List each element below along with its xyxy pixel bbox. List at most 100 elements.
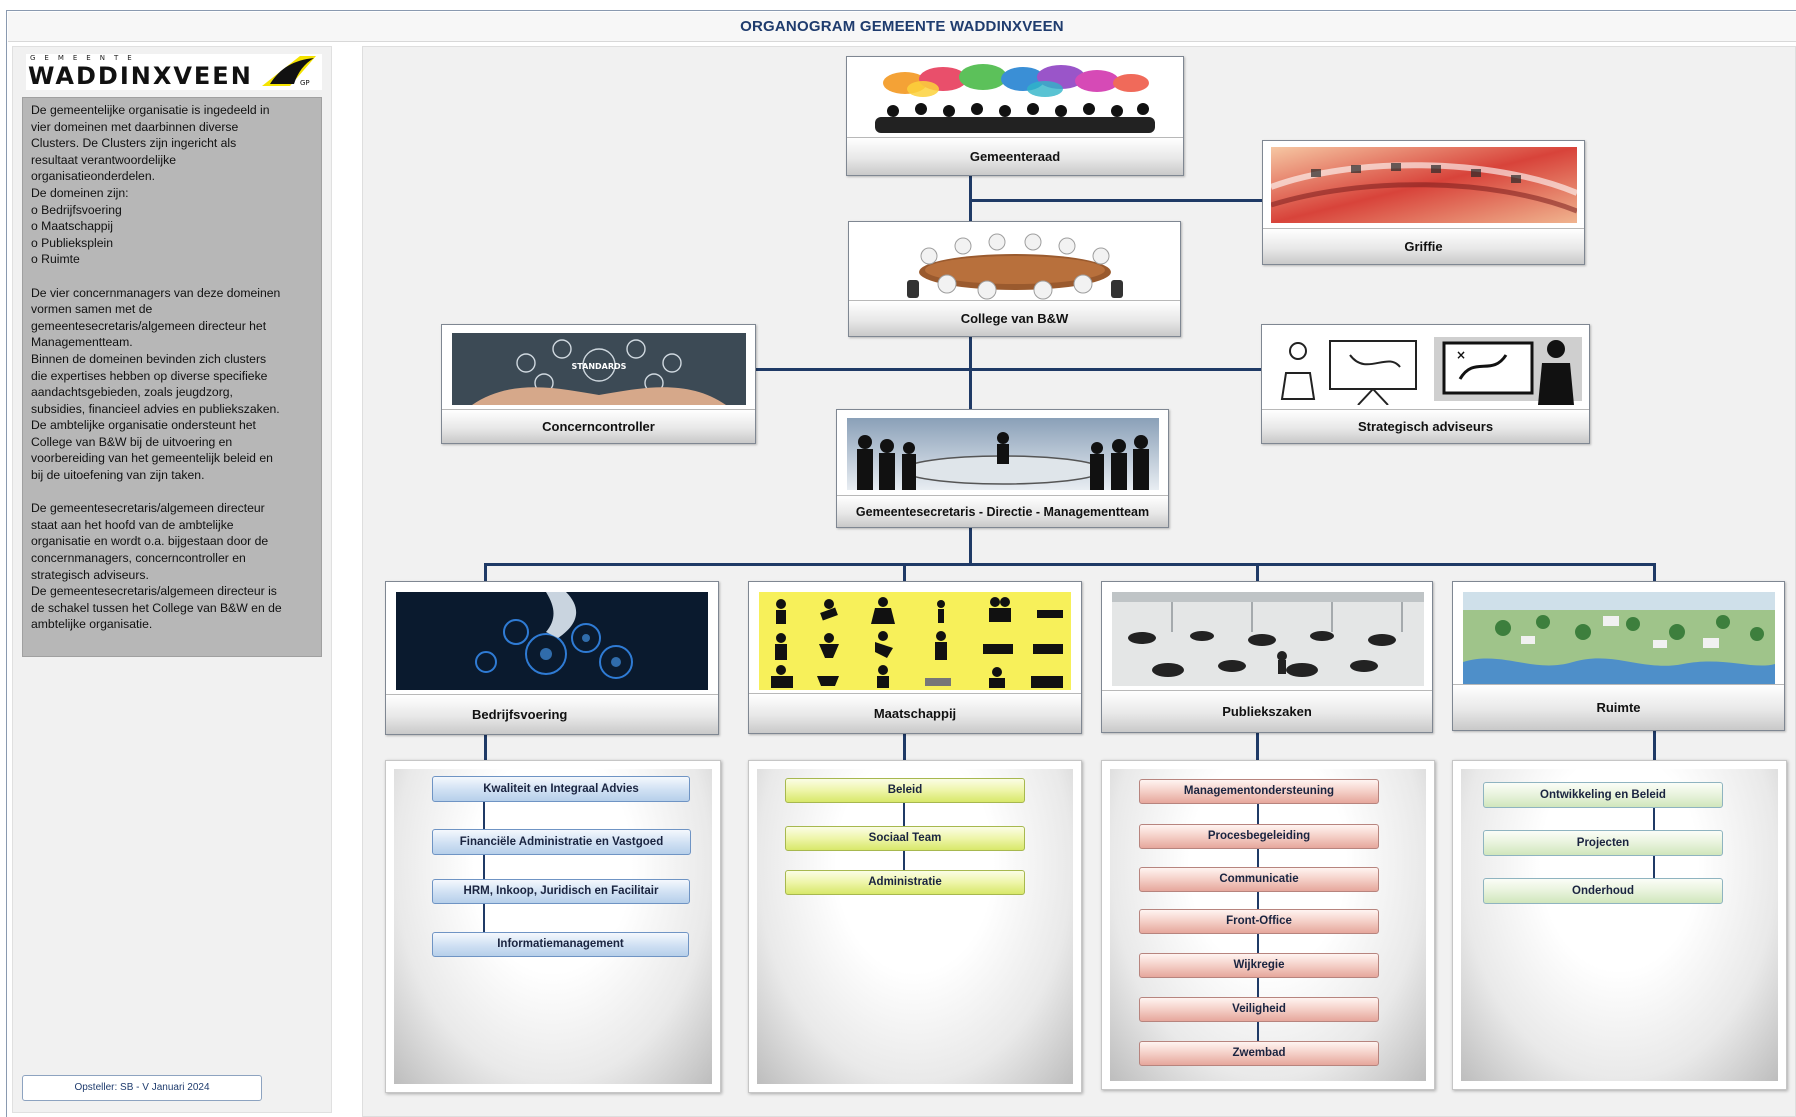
description-line: concernmanagers, concerncontroller en <box>31 551 246 566</box>
node-label: Griffie <box>1263 228 1584 264</box>
page-frame <box>6 10 1796 1117</box>
node-label: Strategisch adviseurs <box>1262 409 1589 443</box>
boardroom-icon <box>847 418 1159 490</box>
urban-plan-icon <box>1463 592 1775 684</box>
node-label: College van B&W <box>849 300 1180 336</box>
cluster-administratie: Administratie <box>785 870 1025 895</box>
node-secretaris: Gemeentesecretaris - Directie - Manageme… <box>836 409 1169 528</box>
conference-hall-icon <box>1271 147 1577 223</box>
description-line: Binnen de domeinen bevinden zich cluster… <box>31 351 267 366</box>
description-line: strategisch adviseurs. <box>31 567 149 582</box>
description-line <box>31 484 313 501</box>
cluster-zwembad: Zwembad <box>1139 1041 1379 1066</box>
description-line: De gemeentelijke organisatie is ingedeel… <box>31 103 270 117</box>
node-label: Gemeentesecretaris - Directie - Manageme… <box>837 495 1168 527</box>
connector-line <box>969 527 972 565</box>
description-line: vormen samen met de <box>31 302 153 317</box>
description-line: o Maatschappij <box>31 219 113 234</box>
description-line: o Publieksplein <box>31 235 113 250</box>
domain-card-bedrijfsvoering: Bedrijfsvoering <box>385 581 719 735</box>
domain-card-publiekszaken: Publiekszaken <box>1101 581 1433 733</box>
description-line: organisatie en wordt o.a. bijgestaan doo… <box>31 534 269 549</box>
connector-line <box>969 335 972 410</box>
svg-text:STANDARDS: STANDARDS <box>572 362 627 371</box>
description-line: de schakel tussen het College van B&W en… <box>31 600 282 615</box>
description-line: die expertises hebben op diverse specifi… <box>31 368 268 383</box>
description-line: College van B&W bij de uitvoering en <box>31 434 233 449</box>
connector-line <box>484 734 487 760</box>
connector-line <box>484 563 487 583</box>
title-bar: ORGANOGRAM GEMEENTE WADDINXVEEN <box>8 12 1796 42</box>
logo-small-text: GEMEENTE <box>30 54 141 62</box>
svg-text:×: × <box>1456 348 1466 362</box>
node-griffie: Griffie <box>1262 140 1585 265</box>
description-line: Managementteam. <box>31 335 133 350</box>
domain-label: Maatschappij <box>749 693 1081 733</box>
standards-hands-icon: STANDARDS <box>452 333 746 405</box>
speech-bubbles-meeting-icon <box>875 64 1155 133</box>
cluster-kwaliteit-integraal-advies: Kwaliteit en Integraal Advies <box>432 776 690 802</box>
logo-mark-icon: GP <box>262 56 316 87</box>
connector-line <box>755 368 1263 371</box>
description-line: staat aan het hoofd van de ambtelijke <box>31 517 234 532</box>
description-panel: De gemeentelijke organisatie is ingedeel… <box>22 97 322 657</box>
connector-line <box>1653 563 1656 581</box>
description-line: Clusters. De Clusters zijn ingericht als <box>31 136 237 151</box>
domain-label: Publiekszaken <box>1102 690 1432 732</box>
connector-line <box>969 199 1262 202</box>
description-line: De gemeentesecretaris/algemeen directeur <box>31 501 265 516</box>
page-title: ORGANOGRAM GEMEENTE WADDINXVEEN <box>740 18 1064 35</box>
description-line: De domeinen zijn: <box>31 185 129 200</box>
description-line: gemeentesecretaris/algemeen directeur he… <box>31 318 267 333</box>
connector-line <box>484 563 1656 566</box>
cluster-projecten: Projecten <box>1483 830 1723 856</box>
node-concerncontroller: STANDARDS Concerncontroller <box>441 324 756 444</box>
cluster-hrm-inkoop-juridisch-facilitair: HRM, Inkoop, Juridisch en Facilitair <box>432 879 690 904</box>
logo: GEMEENTE WADDINXVEEN GP <box>26 54 322 90</box>
description-line: De ambtelijke organisatie ondersteunt he… <box>31 418 256 433</box>
logo-text: WADDINXVEEN <box>28 62 253 90</box>
cluster-wijkregie: Wijkregie <box>1139 953 1379 978</box>
cluster-onderhoud: Onderhoud <box>1483 878 1723 904</box>
cluster-front-office: Front-Office <box>1139 909 1379 934</box>
author-label: Opsteller: SB - V Januari 2024 <box>22 1075 262 1101</box>
description-line: o Ruimte <box>31 252 80 267</box>
description-line: o Bedrijfsvoering <box>31 202 122 217</box>
node-label: Gemeenteraad <box>847 137 1183 175</box>
description-line: bij de uitoefening van zijn taken. <box>31 468 205 483</box>
svg-text:GP: GP <box>300 79 310 87</box>
description-line: ambtelijke organisatie. <box>31 617 153 632</box>
public-hall-icon <box>1112 592 1424 686</box>
cluster-financiele-administratie-vastgoed: Financiële Administratie en Vastgoed <box>432 829 691 855</box>
domain-card-maatschappij: Maatschappij <box>748 581 1082 734</box>
cluster-communicatie: Communicatie <box>1139 867 1379 892</box>
round-table-icon <box>907 233 1123 300</box>
cluster-veiligheid: Veiligheid <box>1139 997 1379 1022</box>
cluster-ontwikkeling-en-beleid: Ontwikkeling en Beleid <box>1483 782 1723 808</box>
connector-line <box>1256 733 1259 760</box>
description-line: voorbereiding van het gemeentelijk belei… <box>31 451 273 466</box>
node-college: College van B&W <box>848 221 1181 337</box>
description-line: subsidies, financieel advies en publieks… <box>31 401 280 416</box>
domain-card-ruimte: Ruimte <box>1452 581 1785 731</box>
node-strategisch: × Strategisch adviseurs <box>1261 324 1590 444</box>
description-line: resultaat verantwoordelijke <box>31 152 176 167</box>
description-line: De gemeentesecretaris/algemeen directeur… <box>31 584 277 599</box>
cluster-box-bedrijfsvoering <box>385 760 721 1093</box>
cluster-informatiemanagement: Informatiemanagement <box>432 932 689 957</box>
strategy-board-icon: × <box>1270 333 1582 405</box>
node-gemeenteraad: Gemeenteraad <box>846 56 1184 176</box>
domain-label: Bedrijfsvoering <box>386 694 718 734</box>
description-line: De vier concernmanagers van deze domeine… <box>31 285 281 300</box>
connector-line <box>1256 563 1259 583</box>
cluster-procesbegeleiding: Procesbegeleiding <box>1139 824 1379 849</box>
description-line: aandachtsgebieden, zoals jeugdzorg, <box>31 385 233 400</box>
cluster-beleid: Beleid <box>785 778 1025 803</box>
cluster-box-maatschappij <box>748 760 1082 1093</box>
connector-line <box>1653 731 1656 760</box>
description-line: organisatieonderdelen. <box>31 169 155 184</box>
gears-hand-icon <box>396 592 708 690</box>
node-label: Concerncontroller <box>442 409 755 443</box>
connector-line <box>903 563 906 583</box>
cluster-box-ruimte <box>1452 760 1787 1090</box>
